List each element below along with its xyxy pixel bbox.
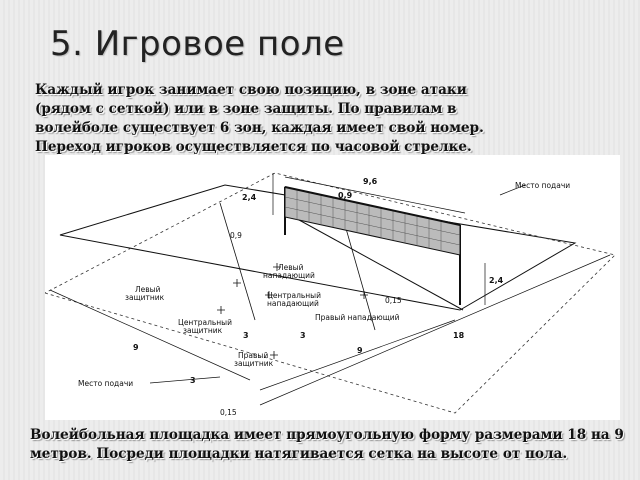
label-zone-3-left: 3 <box>243 331 249 340</box>
label-serve-area-top: Место подачи <box>515 181 570 190</box>
slide-title: 5. Игровое поле <box>50 24 345 64</box>
label-net-width: 9,6 <box>363 177 378 186</box>
label-zone-3-right: 3 <box>300 331 306 340</box>
footer-paragraph: Волейбольная площадка имеет прямоугольну… <box>30 427 624 462</box>
player-markers <box>217 263 368 359</box>
serve-pointer-bottom <box>149 376 221 384</box>
net <box>284 186 461 256</box>
court-outline <box>59 184 577 311</box>
intro-paragraph: Каждый игрок занимает свою позицию, в зо… <box>35 82 484 155</box>
net-top-band <box>284 186 461 226</box>
free-zone-outline <box>45 172 616 414</box>
label-length-9-bottom: 9 <box>357 346 363 355</box>
label-right-attacker: Правый нападающий <box>315 313 400 322</box>
dim-net-width <box>284 176 466 214</box>
label-serve-area-bottom: Место подачи <box>78 379 133 388</box>
label-net-height-left: 2,4 <box>242 193 257 202</box>
label-serve-depth: 3 <box>190 376 196 385</box>
serve-pointer-top <box>499 184 526 196</box>
label-net-height-right: 2,4 <box>489 276 504 285</box>
dim-width-9 <box>49 289 251 381</box>
label-width-9-left: 9 <box>133 343 139 352</box>
center-line <box>289 214 464 311</box>
label-length-18: 18 <box>453 331 465 340</box>
label-antenna-left: 0,9 <box>230 231 242 240</box>
label-net-depth: 0,9 <box>338 191 353 200</box>
label-line-015-bottom: 0,15 <box>220 408 237 417</box>
attack-line-right <box>344 224 376 331</box>
label-line-015-right: 0,15 <box>385 296 402 305</box>
net-mesh <box>284 190 461 251</box>
dim-length-18 <box>259 254 611 406</box>
dim-length-9 <box>259 319 456 391</box>
attack-line-left <box>219 202 256 321</box>
